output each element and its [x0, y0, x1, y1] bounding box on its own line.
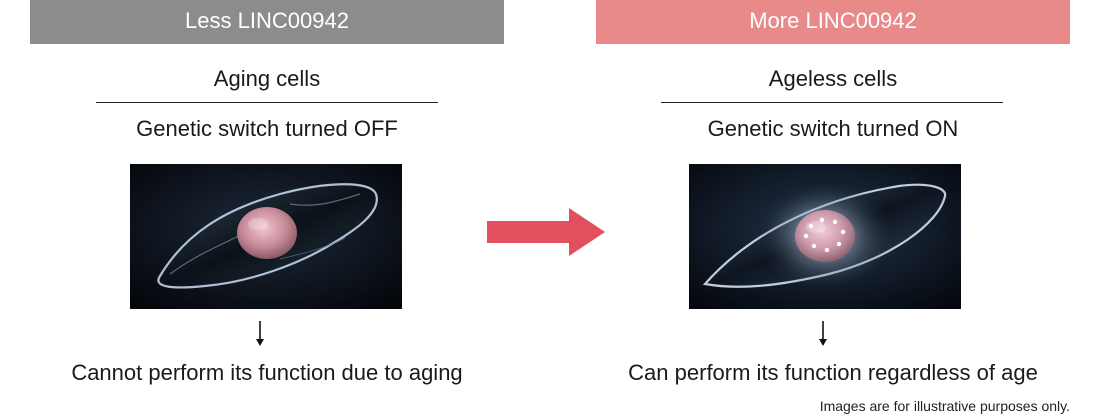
right-result: Can perform its function regardless of a…	[628, 360, 1038, 385]
right-panel: More LINC00942 Ageless cells Genetic swi…	[596, 0, 1070, 385]
right-title: Ageless cells	[768, 66, 898, 91]
right-subtitle: Genetic switch turned ON	[707, 116, 959, 141]
right-arrow-icon	[487, 208, 605, 256]
left-header: Less LINC00942	[30, 0, 504, 44]
right-down-arrow-icon	[819, 321, 827, 346]
left-down-arrow-icon	[256, 321, 264, 346]
left-panel: Less LINC00942 Aging cells Genetic switc…	[30, 0, 504, 385]
left-title: Aging cells	[213, 66, 321, 91]
ageless-cell-image	[689, 164, 961, 309]
disclaimer-text: Images are for illustrative purposes onl…	[819, 398, 1070, 414]
left-result: Cannot perform its function due to aging	[71, 360, 463, 385]
aging-cell-image	[130, 164, 402, 309]
left-subtitle: Genetic switch turned OFF	[136, 116, 398, 141]
right-divider	[661, 102, 1003, 103]
right-header: More LINC00942	[596, 0, 1070, 44]
left-divider	[96, 102, 438, 103]
